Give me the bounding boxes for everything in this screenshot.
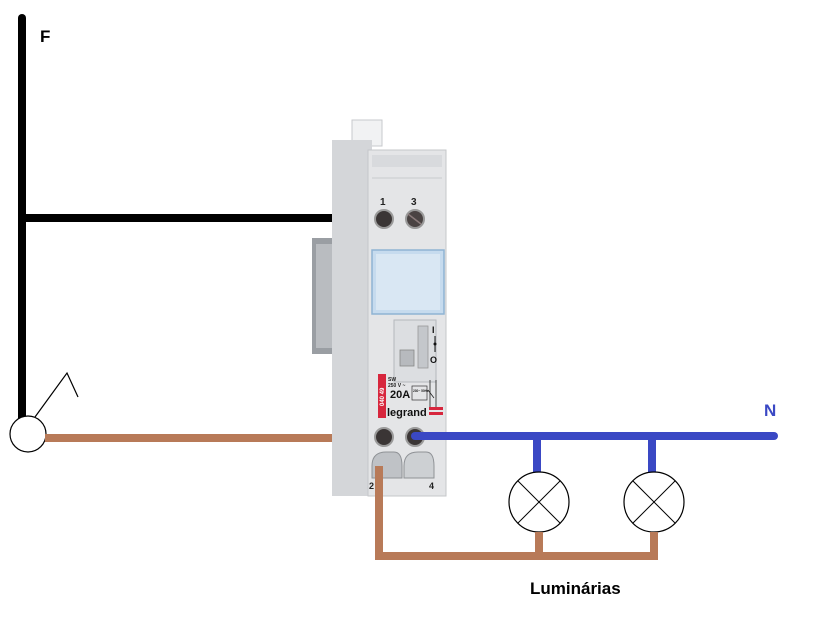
rating-voltage: 250 V ~ [388,383,405,389]
terminal-4-label: 4 [429,481,434,491]
lamp-1 [508,471,570,533]
brand-dot-icon [380,410,384,414]
manual-toggle [417,325,429,369]
switch-off-symbol: O [430,355,437,365]
model-small: SW [388,377,396,383]
neutral-label: N [764,401,776,420]
terminal-a1-screw [374,427,394,447]
brand-logo: legrand [387,407,427,419]
terminal-1-screw [374,209,394,229]
terminal-2-label: 2 [369,481,374,491]
switch-on-symbol: I [432,325,435,335]
rating-freq: 230~ 50Hz [413,389,429,393]
model-strip [378,374,386,418]
terminal-4-opening [403,451,435,479]
switch-circle [9,415,47,453]
relay-body-side [332,140,372,496]
switch-lever-icon [34,371,79,418]
model-code: 040 49 [380,387,386,406]
manual-override-area [393,319,437,383]
lamps-caption: Luminárias [530,579,621,598]
contact-symbol-icon [427,380,437,408]
brand-bars-icon [429,407,443,410]
phase-label: F [40,27,50,46]
rating-freq-box [411,385,428,401]
terminal-3-label: 3 [411,197,417,208]
rating-current: 20A [390,389,410,401]
terminal-1-label: 1 [380,197,386,208]
lamp-2 [623,471,685,533]
